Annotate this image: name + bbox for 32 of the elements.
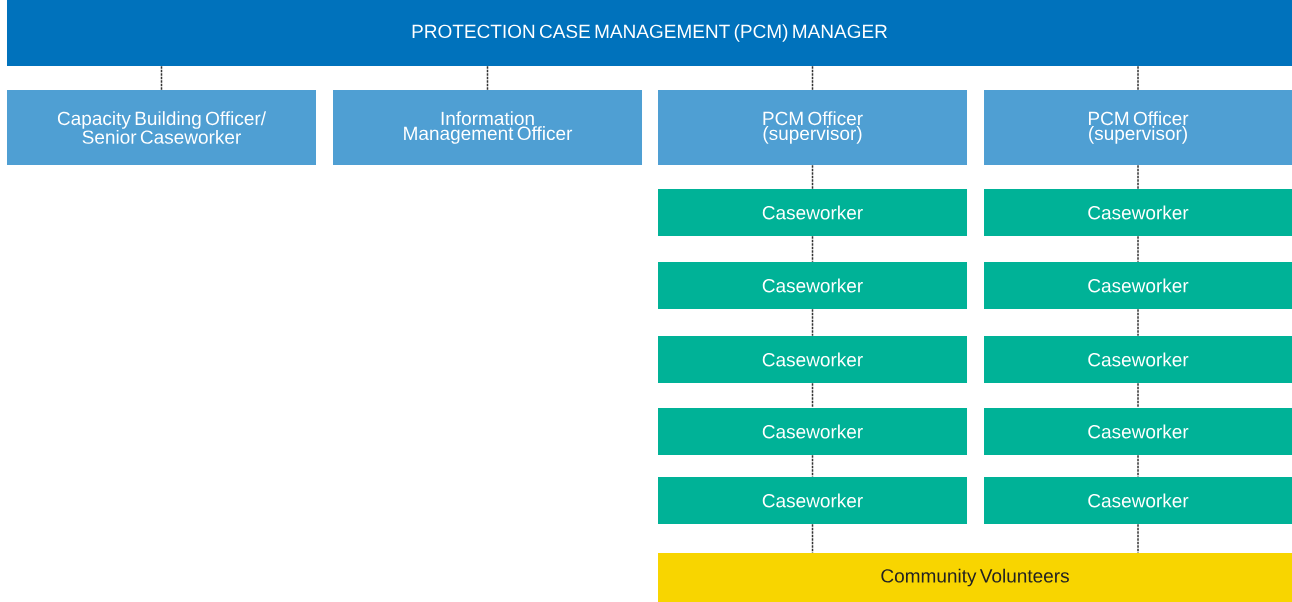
caseworker-box: Caseworker xyxy=(658,189,967,236)
caseworker-box: Caseworker xyxy=(658,336,967,383)
caseworker-box: Caseworker xyxy=(658,262,967,309)
connector-line xyxy=(1137,308,1139,337)
manager-box: PROTECTION CASE MANAGEMENT (PCM) MANAGER xyxy=(7,0,1292,66)
caseworker-box: Caseworker xyxy=(984,189,1292,236)
connector-line xyxy=(811,164,814,190)
connector-line xyxy=(811,523,814,554)
connector-line xyxy=(811,235,814,263)
connector-line xyxy=(811,65,814,91)
caseworker-box: Caseworker xyxy=(984,408,1292,455)
caseworker-box: Caseworker xyxy=(658,408,967,455)
connector-line xyxy=(811,382,814,409)
caseworker-box: Caseworker xyxy=(984,262,1292,309)
officer-box: PCM Officer (supervisor) xyxy=(984,90,1292,165)
connector-line xyxy=(1137,65,1139,91)
connector-line xyxy=(1137,235,1139,263)
connector-line xyxy=(1137,382,1139,409)
caseworker-box: Caseworker xyxy=(658,477,967,524)
connector-line xyxy=(486,65,489,91)
connector-line xyxy=(811,308,814,337)
connector-line xyxy=(1137,164,1139,190)
officer-box: PCM Officer (supervisor) xyxy=(658,90,967,165)
connector-line xyxy=(1137,523,1139,554)
connector-line xyxy=(160,65,163,91)
connector-line xyxy=(811,454,814,478)
connector-line xyxy=(1137,454,1139,478)
caseworker-box: Caseworker xyxy=(984,477,1292,524)
officer-box: Capacity Building Officer/ Senior Caseworker xyxy=(7,90,316,165)
caseworker-box: Caseworker xyxy=(984,336,1292,383)
volunteers-box: Community Volunteers xyxy=(658,553,1292,602)
officer-box: Information Management Officer xyxy=(333,90,642,165)
